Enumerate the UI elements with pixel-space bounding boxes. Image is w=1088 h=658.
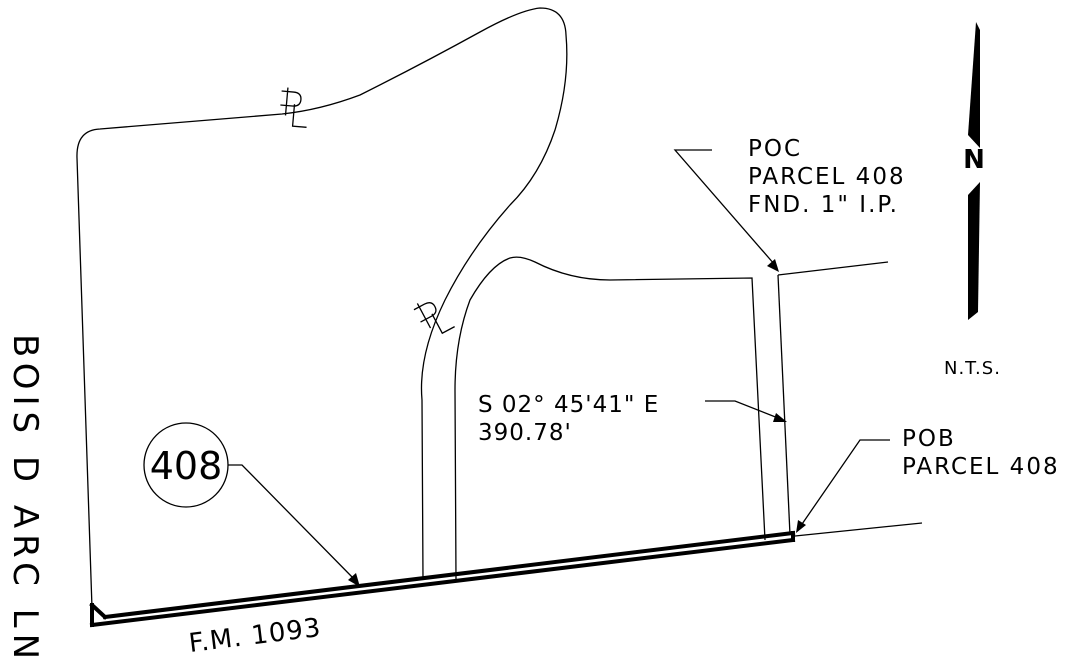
north-arrow-lower: [968, 182, 980, 320]
pob-label: POB: [902, 426, 956, 452]
easement-inner-line: [454, 256, 766, 581]
pl-symbol-middle: [413, 302, 455, 335]
pob-parcel-label: PARCEL 408: [902, 454, 1060, 480]
south-adjacent-line: [794, 522, 923, 537]
parcel-tag-number: 408: [150, 444, 223, 488]
scale-note: N.T.S.: [944, 358, 1001, 379]
north-arrow-upper: [968, 22, 980, 148]
parcel-tag-arrowhead: [348, 573, 360, 587]
east-boundary-outer: [777, 274, 791, 536]
road-frontage-corner: [89, 602, 108, 627]
bearing-leader: [705, 400, 779, 419]
pl-symbol-top: [280, 87, 307, 128]
distance-label: 390.78': [478, 420, 572, 446]
pob-arrowhead: [796, 520, 806, 533]
poc-label: POC: [748, 136, 802, 162]
poc-leader: [673, 149, 776, 266]
bearing-arrowhead: [773, 413, 787, 422]
road-frontage-line-upper: [102, 530, 796, 620]
north-adjacent-line: [777, 261, 889, 276]
poc-arrowhead: [767, 259, 779, 272]
road-name-bottom: F.M. 1093: [187, 613, 323, 658]
north-letter: N: [963, 145, 985, 175]
parcel-tag-leader: [228, 464, 356, 581]
road-name-left: BOIS D ARC LN.: [5, 334, 45, 658]
parcel-tag-circle: [143, 422, 229, 508]
bearing-label: S 02° 45'41" E: [478, 392, 659, 418]
poc-monument-label: FND. 1" I.P.: [748, 192, 899, 218]
parcel-boundary-line: [76, 7, 568, 609]
pob-leader: [799, 439, 890, 528]
poc-parcel-label: PARCEL 408: [748, 164, 906, 190]
road-frontage-line-lower: [89, 537, 796, 628]
